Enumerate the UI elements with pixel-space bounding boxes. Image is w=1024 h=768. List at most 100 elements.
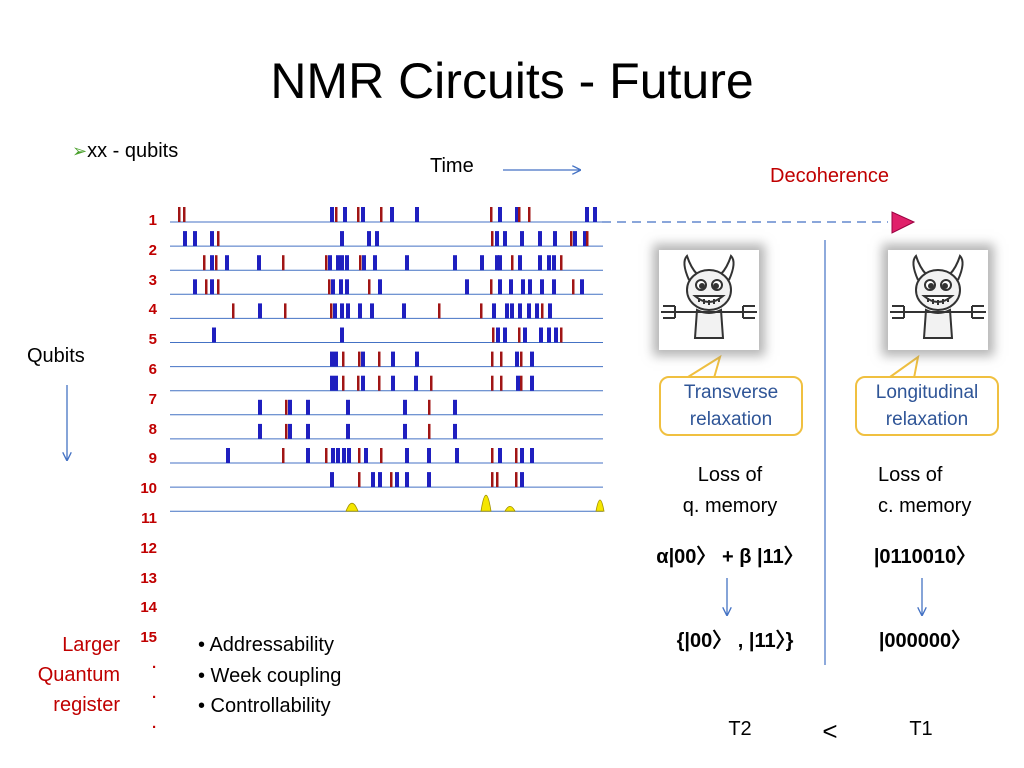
page-title: NMR Circuits - Future	[270, 53, 754, 109]
pulse-mark	[333, 303, 337, 319]
pulse-mark	[390, 207, 394, 222]
loss-line: Loss of	[878, 464, 943, 486]
pulse-mark	[403, 423, 407, 439]
pulse-mark	[495, 231, 499, 247]
pulse-mark	[380, 448, 383, 463]
pulse-mark	[226, 448, 230, 463]
pulse-mark	[375, 231, 379, 247]
pulse-mark	[405, 472, 409, 488]
pulse-mark	[203, 255, 206, 271]
pulse-mark	[335, 207, 338, 222]
pulse-mark	[391, 351, 395, 367]
pulse-mark	[503, 231, 507, 247]
pulse-mark	[346, 399, 350, 415]
pulse-mark	[480, 255, 484, 271]
pulse-mark	[331, 279, 335, 295]
t2-label: T2	[728, 718, 752, 740]
transverse-state-after: {|00〉 , |11〉}	[676, 630, 794, 652]
pulse-mark	[285, 399, 288, 415]
longitudinal-state-after: |000000〉	[878, 630, 972, 652]
pulse-mark	[521, 279, 525, 295]
qubit-number: 8	[148, 420, 157, 438]
pulse-mark	[498, 207, 502, 222]
qubit-number: 6	[148, 361, 157, 378]
pulse-mark	[495, 255, 499, 271]
loss-line: c. memory	[878, 495, 972, 517]
pulse-mark	[490, 279, 493, 295]
pulse-mark	[491, 448, 494, 463]
pulse-mark	[403, 399, 407, 415]
pulse-mark	[340, 231, 344, 247]
transverse-callout-tail	[684, 354, 722, 380]
pulse-mark	[342, 351, 345, 367]
pulse-mark	[540, 279, 544, 295]
pulse-mark	[428, 423, 431, 439]
pulse-mark	[518, 207, 521, 222]
pulse-mark	[438, 303, 441, 319]
pulse-mark	[325, 255, 328, 271]
pulse-mark	[336, 255, 340, 271]
callout-line: relaxation	[885, 409, 969, 430]
qubit-number: 2	[148, 241, 157, 259]
qubit-number: 12	[140, 539, 157, 557]
property-item: • Week coupling	[198, 664, 342, 687]
pulse-mark	[212, 327, 216, 343]
bullet-text: xx - qubits	[87, 140, 179, 162]
pulse-mark	[215, 255, 218, 271]
pulse-mark	[325, 448, 328, 463]
devil-icon	[661, 254, 757, 339]
pulse-mark	[347, 448, 351, 463]
pulse-mark	[370, 303, 374, 319]
pulse-mark	[585, 207, 589, 222]
pulse-mark	[346, 303, 350, 319]
callout-line: relaxation	[689, 409, 773, 430]
pulse-mark	[358, 448, 361, 463]
qubit-number: 14	[140, 599, 157, 617]
qubit-number: 13	[140, 569, 157, 587]
pulse-mark	[480, 303, 483, 319]
pulse-mark	[538, 231, 542, 247]
pulse-mark	[342, 375, 345, 391]
pulse-mark	[345, 279, 349, 295]
pulse-mark	[560, 255, 563, 271]
pulse-mark	[357, 207, 360, 222]
pulse-mark	[371, 472, 375, 488]
pulse-mark	[414, 375, 418, 391]
pulse-mark	[520, 375, 523, 391]
pulse-mark	[257, 255, 261, 271]
pulse-mark	[258, 399, 262, 415]
pulse-mark	[282, 448, 285, 463]
pulse-mark	[415, 207, 419, 222]
pulse-mark	[373, 255, 377, 271]
qubit-number: 3	[148, 271, 157, 289]
pulse-mark	[552, 279, 556, 295]
devil-icon	[890, 254, 986, 339]
pulse-mark	[553, 231, 557, 247]
property-list: • Addressability • Week coupling • Contr…	[198, 630, 341, 722]
loss-line: Loss of	[697, 464, 763, 486]
pulse-mark	[405, 448, 409, 463]
pulse-mark	[528, 279, 532, 295]
pulse-mark	[288, 423, 292, 439]
pulse-mark	[330, 303, 333, 319]
pulse-mark	[358, 351, 361, 367]
property-item: • Controllability	[198, 695, 331, 717]
pulse-mark	[343, 207, 347, 222]
pulse-mark	[285, 423, 288, 439]
pulse-mark	[358, 303, 362, 319]
longitudinal-loss-text: Loss of c. memory	[866, 460, 996, 522]
transverse-state-before: α|00〉 + β |11〉	[656, 546, 804, 568]
pulse-mark	[491, 472, 494, 488]
bullet-item: ➢xx - qubits	[72, 140, 178, 163]
time-label: Time	[430, 155, 474, 177]
qubit-number: 9	[148, 450, 157, 468]
pulse-mark	[193, 231, 197, 247]
pulse-mark	[496, 472, 499, 488]
signal-peak	[480, 494, 492, 512]
signal-peak	[504, 506, 516, 512]
pulse-mark	[498, 448, 502, 463]
pulse-mark	[520, 231, 524, 247]
pulse-mark	[500, 351, 503, 367]
pulse-mark	[491, 351, 494, 367]
